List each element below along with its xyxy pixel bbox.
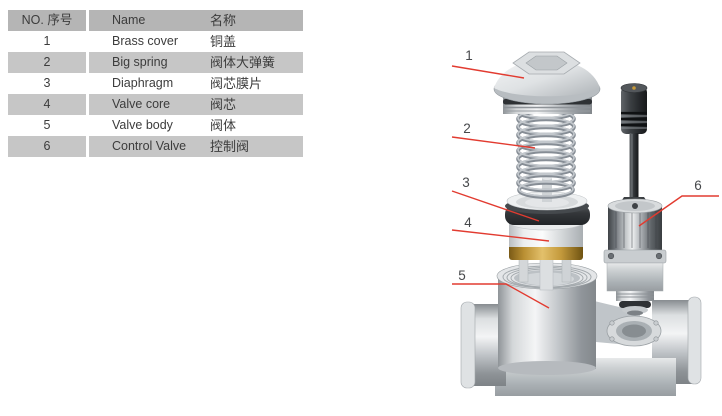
valve-body [460, 262, 702, 396]
cell-name: Brass cover [112, 34, 178, 48]
knob [621, 87, 647, 134]
solenoid-body [608, 206, 662, 250]
callout-6: 6 [694, 178, 702, 193]
parts-table: NO. 序号 Name 名称 1 Brass cover 铜盖 2 Big sp… [8, 10, 303, 157]
cell-no: 4 [8, 94, 86, 115]
leader-3 [451, 190, 540, 222]
leader-lines [451, 65, 719, 309]
cell-no: 5 [43, 118, 51, 132]
col-header-cname: 名称 [210, 13, 237, 28]
mounting-boss [606, 315, 662, 347]
cell-cname: 铜盖 [210, 34, 237, 49]
cell-name: Valve core [112, 97, 171, 111]
cell-cname: 阀芯膜片 [210, 76, 263, 91]
table-row: 5 Valve body 阀体 [8, 115, 303, 136]
table-row: 3 Diaphragm 阀芯膜片 [8, 73, 303, 94]
table-row: 6 Control Valve 控制阀 [8, 136, 303, 157]
table-row: 2 Big spring 阀体大弹簧 [8, 52, 303, 73]
leader-6 [638, 195, 719, 227]
cell-no: 1 [43, 34, 51, 48]
callout-3: 3 [462, 175, 470, 190]
leader-5 [452, 283, 550, 309]
cell-name: Big spring [112, 55, 168, 69]
stem-rod [629, 133, 639, 201]
cell-name: Valve body [112, 118, 173, 132]
col-header-name: Name [112, 13, 146, 27]
cell-cname: 阀体大弹簧 [210, 55, 276, 70]
callout-1: 1 [465, 48, 473, 63]
table-row: 1 Brass cover 铜盖 [8, 31, 303, 52]
cell-no: 6 [8, 136, 86, 157]
cell-no: 2 [8, 52, 86, 73]
cell-cname: 控制阀 [210, 139, 250, 154]
table-header-row: NO. 序号 Name 名称 [8, 10, 303, 31]
gold-band [509, 243, 583, 260]
col-header-no: NO. 序号 [8, 10, 86, 31]
callout-5: 5 [458, 268, 466, 283]
control-valve [603, 83, 667, 316]
table-row: 4 Valve core 阀芯 [8, 94, 303, 115]
leader-4 [451, 229, 550, 242]
leader-1 [451, 65, 525, 79]
brass-cover [493, 51, 601, 114]
big-spring [516, 101, 576, 199]
leader-2 [451, 136, 536, 149]
cell-no: 3 [43, 76, 51, 90]
cell-name: Control Valve [112, 139, 187, 153]
callout-2: 2 [463, 121, 471, 136]
callout-4: 4 [464, 215, 472, 230]
cell-cname: 阀芯 [210, 97, 237, 112]
cell-name: Diaphragm [112, 76, 174, 90]
cell-cname: 阀体 [210, 118, 237, 133]
